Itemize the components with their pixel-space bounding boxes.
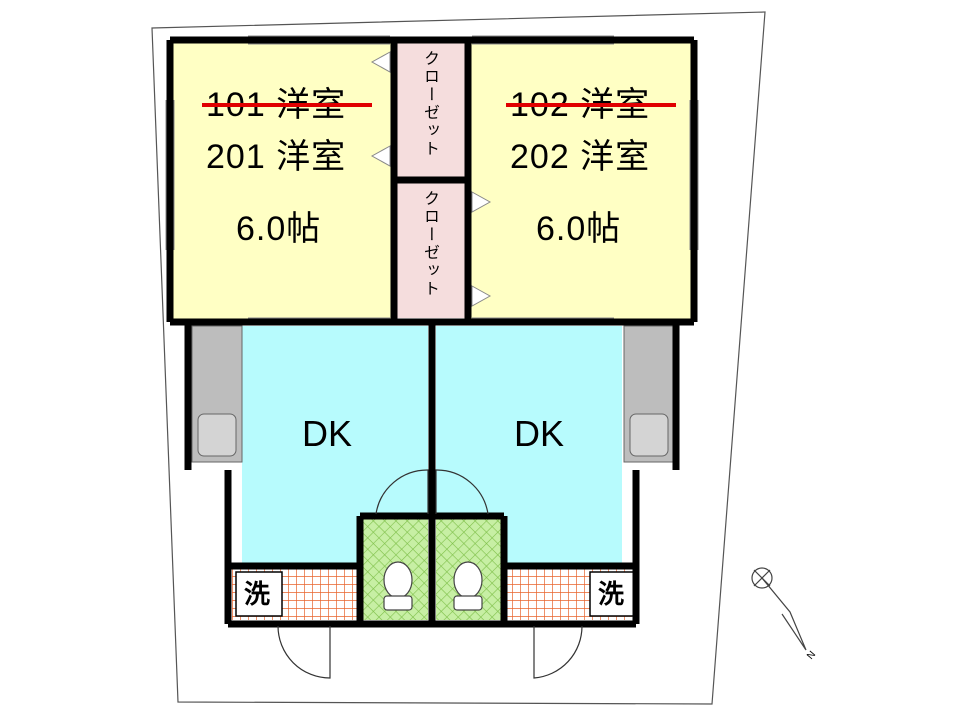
toilet-left-tank xyxy=(383,595,413,611)
dk-left-label: DK xyxy=(302,413,353,454)
right-room-size: 6.0帖 xyxy=(536,210,622,248)
left-room-strike xyxy=(202,103,372,107)
wash-right-box xyxy=(589,571,637,617)
closet-bottom-floor xyxy=(397,182,467,318)
wash-left-label: 洗 xyxy=(244,579,271,609)
room-right-floor xyxy=(468,40,692,320)
windows xyxy=(165,35,699,319)
closet-top-label: クローゼット xyxy=(421,50,438,158)
right-room-new-label: 202 洋室 xyxy=(510,138,651,176)
room-left-floor xyxy=(170,40,394,320)
right-room-strike xyxy=(506,103,676,107)
north-arrow xyxy=(751,567,807,651)
dk-right-label: DK xyxy=(514,413,565,454)
door-swings xyxy=(277,469,583,679)
site-boundary xyxy=(151,11,766,705)
left-room-new-label: 201 洋室 xyxy=(206,138,347,176)
kitchen-left-sink xyxy=(197,413,237,457)
kitchen-right-sink xyxy=(629,413,669,457)
closet-bottom-label: クローゼット xyxy=(421,190,438,298)
closet-top-floor xyxy=(397,42,467,178)
toilet-left-bowl xyxy=(383,561,413,599)
walls xyxy=(166,36,698,628)
left-room-size: 6.0帖 xyxy=(236,210,322,248)
wash-left-box xyxy=(235,571,283,617)
wash-right-label: 洗 xyxy=(598,579,625,609)
closet-doors xyxy=(370,51,492,307)
toilet-right-tank xyxy=(453,595,483,611)
toilet-right-bowl xyxy=(453,561,483,599)
